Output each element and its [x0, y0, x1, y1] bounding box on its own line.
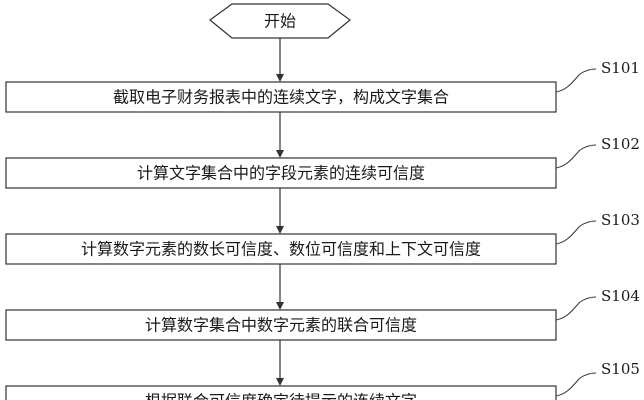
- step-s105: 根据联合可信度确定待提示的连续文字 S105: [5, 360, 640, 400]
- connector-s102-to-s103: [276, 188, 284, 234]
- step-leader-line: [555, 296, 597, 321]
- step-leader-line: [555, 220, 597, 245]
- arrow-down-icon: [276, 150, 284, 158]
- step-s103: 计算数字元素的数长可信度、数位可信度和上下文可信度 S103: [5, 211, 640, 265]
- connectors: [276, 38, 284, 386]
- connector-s103-to-s104: [276, 264, 284, 310]
- step-s104: 计算数字集合中数字元素的联合可信度 S104: [5, 287, 640, 341]
- step-box: [5, 157, 557, 189]
- step-text: 计算文字集合中的字段元素的连续可信度: [137, 164, 425, 183]
- step-box: [5, 233, 557, 265]
- start-node: 开始: [209, 3, 351, 39]
- step-text: 计算数字元素的数长可信度、数位可信度和上下文可信度: [81, 240, 481, 259]
- step-text: 根据联合可信度确定待提示的连续文字: [145, 392, 417, 400]
- connector-s104-to-s105: [276, 340, 284, 386]
- arrow-down-icon: [276, 74, 284, 82]
- arrow-down-icon: [276, 226, 284, 234]
- start-shape: [209, 3, 351, 39]
- step-id-label: S105: [601, 360, 640, 378]
- step-leader-line: [555, 144, 597, 169]
- start-label: 开始: [264, 12, 296, 31]
- arrow-down-icon: [276, 302, 284, 310]
- step-text: 计算数字集合中数字元素的联合可信度: [145, 316, 417, 335]
- step-box: [5, 81, 557, 113]
- step-s102: 计算文字集合中的字段元素的连续可信度 S102: [5, 135, 640, 189]
- step-id-label: S102: [601, 135, 640, 153]
- step-text: 截取电子财务报表中的连续文字，构成文字集合: [113, 88, 449, 107]
- step-leader-line: [555, 372, 597, 397]
- step-leader-line: [555, 68, 597, 93]
- step-box: [5, 309, 557, 341]
- step-id-label: S104: [601, 287, 640, 305]
- connector-start-to-s101: [276, 38, 284, 82]
- step-id-label: S101: [601, 59, 640, 77]
- step-s101: 截取电子财务报表中的连续文字，构成文字集合 S101: [5, 59, 640, 113]
- connector-s101-to-s102: [276, 112, 284, 158]
- step-id-label: S103: [601, 211, 640, 229]
- arrow-down-icon: [276, 378, 284, 386]
- step-box: [5, 385, 557, 400]
